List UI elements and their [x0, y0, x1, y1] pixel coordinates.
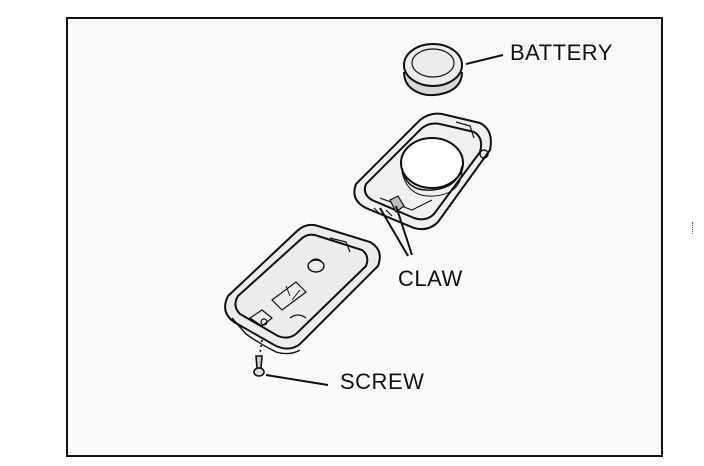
claw-label: CLAW	[398, 266, 463, 291]
screw-icon	[253, 339, 265, 377]
diagram-frame	[66, 17, 663, 457]
upper-case-half	[353, 112, 492, 231]
battery-leader-line	[465, 54, 504, 65]
lower-case-half	[224, 223, 381, 355]
screw-leader-line	[265, 374, 329, 386]
battery-icon	[403, 43, 463, 97]
screw-label: SCREW	[340, 369, 425, 394]
scan-speck	[692, 222, 695, 234]
battery-label: BATTERY	[510, 40, 613, 65]
claw-leader-lines	[379, 205, 413, 257]
